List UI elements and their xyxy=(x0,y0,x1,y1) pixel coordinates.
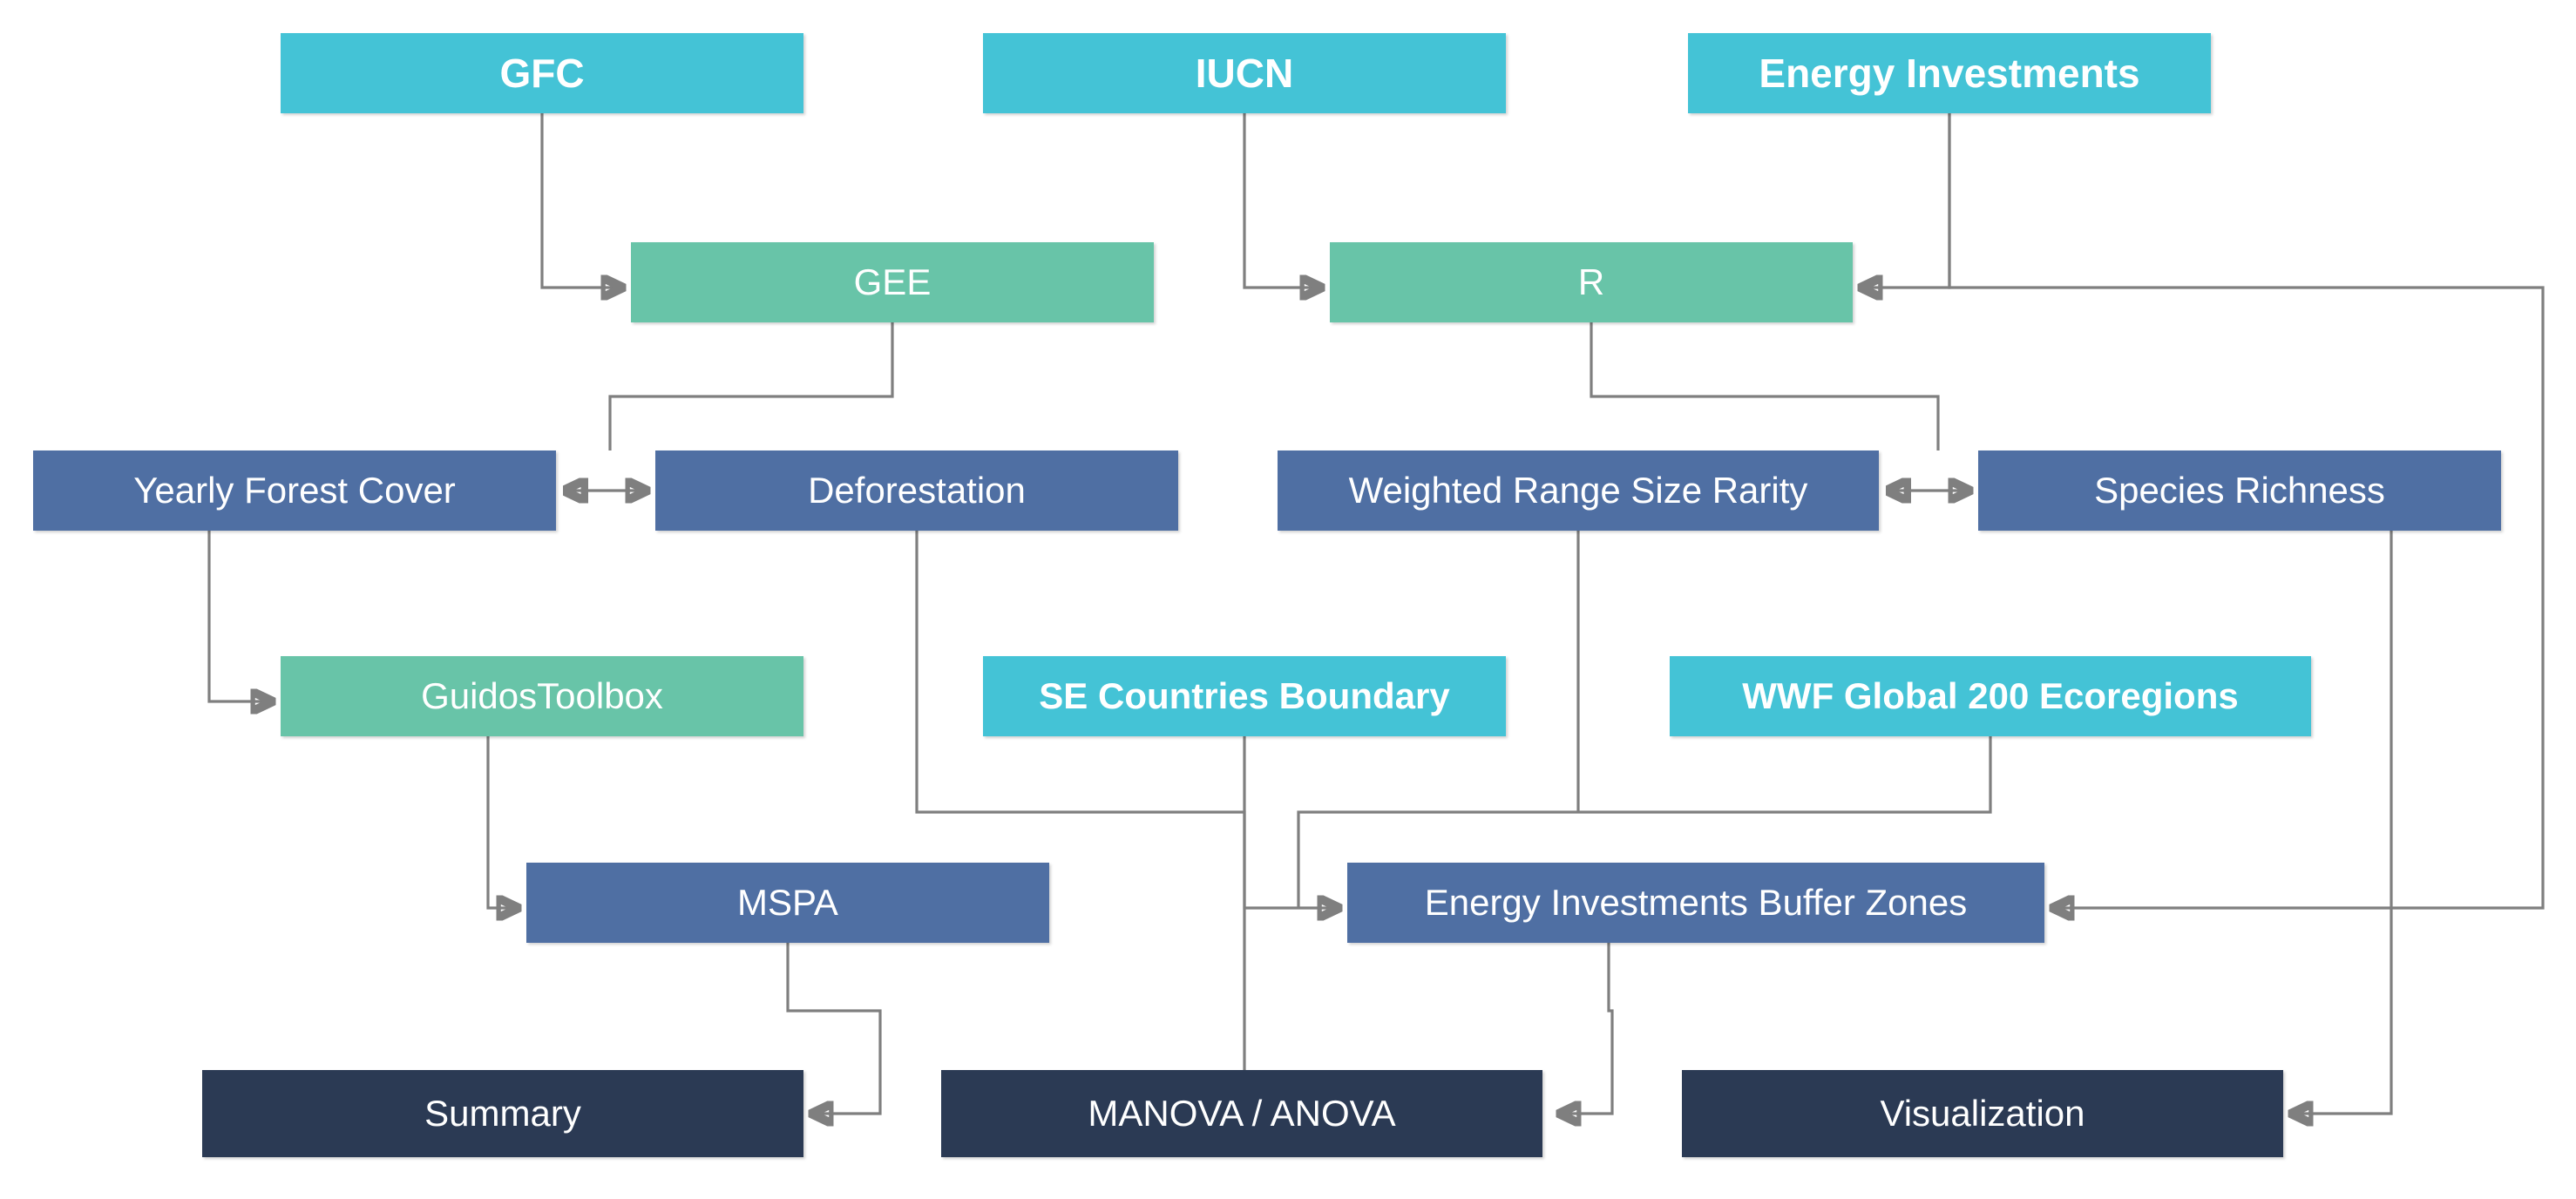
node-energy_inv[interactable]: Energy Investments xyxy=(1688,33,2211,113)
node-manova[interactable]: MANOVA / ANOVA xyxy=(941,1070,1542,1157)
connector-sprich-to-viz xyxy=(2292,531,2393,1114)
node-iucn[interactable]: IUCN xyxy=(983,33,1506,113)
node-r[interactable]: R xyxy=(1330,242,1853,322)
node-summary[interactable]: Summary xyxy=(202,1070,803,1157)
connector-guidos-to-mspa xyxy=(486,736,518,908)
connector-mspa-to-summary xyxy=(786,943,882,1114)
node-defor[interactable]: Deforestation xyxy=(655,450,1178,531)
node-gfc[interactable]: GFC xyxy=(281,33,803,113)
node-gee[interactable]: GEE xyxy=(631,242,1154,322)
connector-defor-to-manova xyxy=(915,531,1246,1114)
connector-se_bound-to-eibz xyxy=(1243,736,1339,908)
node-sprich[interactable]: Species Richness xyxy=(1978,450,2501,531)
node-se_bound[interactable]: SE Countries Boundary xyxy=(983,656,1506,736)
connector-wwf-to-eibz xyxy=(1297,736,1992,908)
connector-gfc-to-gee xyxy=(540,113,622,288)
node-eibz[interactable]: Energy Investments Buffer Zones xyxy=(1347,863,2044,943)
connector-gee-to-defor xyxy=(608,322,894,450)
connector-energy_inv-to-eibz xyxy=(1948,113,2545,908)
connector-yfc-to-guidos xyxy=(207,531,272,701)
node-viz[interactable]: Visualization xyxy=(1682,1070,2283,1157)
node-mspa[interactable]: MSPA xyxy=(526,863,1049,943)
node-wrsr[interactable]: Weighted Range Size Rarity xyxy=(1278,450,1879,531)
node-wwf[interactable]: WWF Global 200 Ecoregions xyxy=(1670,656,2311,736)
connector-energy_inv-to-r xyxy=(1861,113,1951,288)
connector-r-to-wrsr xyxy=(1590,322,1940,450)
node-yfc[interactable]: Yearly Forest Cover xyxy=(33,450,556,531)
connector-eibz-to-manova xyxy=(1560,943,1614,1114)
connector-iucn-to-r xyxy=(1243,113,1321,288)
node-guidos[interactable]: GuidosToolbox xyxy=(281,656,803,736)
